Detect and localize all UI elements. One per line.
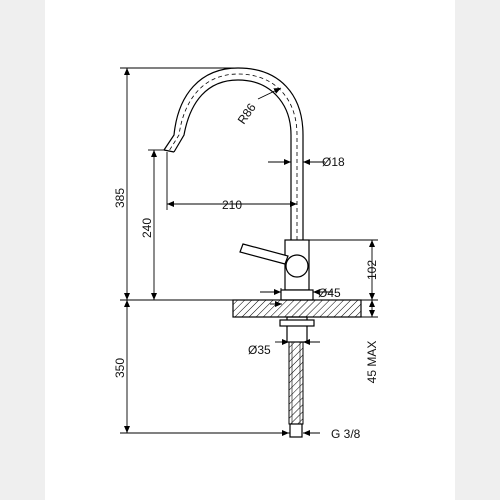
dim-d45-label: Ø45 <box>318 286 341 300</box>
mounting-nut <box>279 319 315 327</box>
dim-210-label: 210 <box>222 198 242 212</box>
countertop-section <box>232 299 362 318</box>
dimension-lines <box>120 67 378 436</box>
dim-350-label: 350 <box>113 358 127 378</box>
spout-inner-curve <box>173 79 292 240</box>
lever-knob <box>285 254 309 278</box>
spout-centerline <box>168 73 298 240</box>
braided-hose <box>288 341 304 438</box>
dim-240-label: 240 <box>140 218 154 238</box>
dim-r86-label: R86 <box>235 100 259 126</box>
base-collar <box>280 289 314 301</box>
spout-tip <box>163 149 175 153</box>
dim-385-label: 385 <box>113 188 127 208</box>
hose-fitting <box>289 423 303 438</box>
dim-d18-label: Ø18 <box>322 155 345 169</box>
faucet-outline <box>163 67 315 343</box>
dim-45max-label: 45 MAX <box>365 341 379 384</box>
dim-102-label: 102 <box>365 260 379 280</box>
spout-outer-curve <box>163 67 304 240</box>
dim-d35-label: Ø35 <box>248 343 271 357</box>
lever-handle <box>239 243 289 265</box>
dim-g38-label: G 3/8 <box>331 427 361 441</box>
